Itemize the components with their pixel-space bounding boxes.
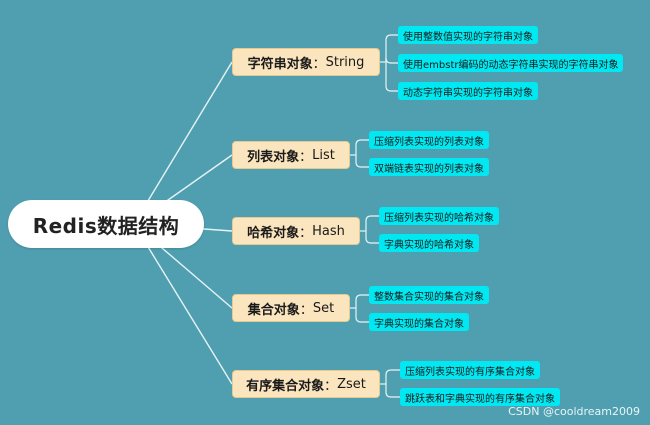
category-type: Set xyxy=(312,300,335,316)
category-title: 列表对象 xyxy=(247,149,300,165)
leaf-node: 压缩列表实现的列表对象 xyxy=(369,131,489,149)
category-node-set: 集合对象：Set xyxy=(232,294,350,322)
leaf-node: 双端链表实现的列表对象 xyxy=(369,158,489,176)
category-title: 集合对象 xyxy=(247,302,300,318)
category-node-list: 列表对象：List xyxy=(232,141,350,169)
category-separator: ： xyxy=(312,56,326,72)
category-type: List xyxy=(312,147,335,163)
leaf-node: 使用整数值实现的字符串对象 xyxy=(398,26,538,44)
leaf-connector xyxy=(365,215,379,231)
category-type: Hash xyxy=(312,223,345,239)
category-separator: ： xyxy=(324,378,338,394)
leaf-connector xyxy=(355,294,369,308)
leaf-connector xyxy=(385,62,398,92)
leaf-node: 压缩列表实现的哈希对象 xyxy=(379,207,499,225)
leaf-node: 字典实现的集合对象 xyxy=(369,313,469,331)
category-type: Zset xyxy=(337,376,366,392)
root-branch-line xyxy=(133,223,233,385)
leaf-connector xyxy=(385,34,398,62)
category-node-zset: 有序集合对象：Zset xyxy=(232,370,380,398)
leaf-node: 跳跃表和字典实现的有序集合对象 xyxy=(400,388,560,406)
category-separator: ： xyxy=(299,225,313,241)
leaf-connector xyxy=(355,308,369,323)
category-title: 有序集合对象 xyxy=(246,378,325,394)
root-node: Redis数据结构 xyxy=(8,200,204,248)
root-branch-line xyxy=(133,61,233,225)
leaf-connector xyxy=(385,369,400,384)
watermark: CSDN @cooldream2009 xyxy=(508,405,640,418)
leaf-connector xyxy=(385,384,400,398)
leaf-connector xyxy=(365,231,379,244)
category-type: String xyxy=(325,54,365,70)
leaf-node: 字典实现的哈希对象 xyxy=(379,234,479,252)
leaf-connector xyxy=(355,155,369,168)
leaf-node: 动态字符串实现的字符串对象 xyxy=(398,82,538,100)
leaf-connector xyxy=(385,57,398,64)
category-separator: ： xyxy=(299,302,313,318)
category-node-hash: 哈希对象：Hash xyxy=(232,217,360,245)
category-separator: ： xyxy=(299,149,313,165)
leaf-node: 压缩列表实现的有序集合对象 xyxy=(400,361,540,379)
category-title: 哈希对象 xyxy=(247,225,300,241)
leaf-node: 使用embstr编码的动态字符串实现的字符串对象 xyxy=(398,54,624,72)
category-title: 字符串对象 xyxy=(247,56,313,72)
leaf-connector xyxy=(355,139,369,155)
leaf-node: 整数集合实现的集合对象 xyxy=(369,286,489,304)
category-node-string: 字符串对象：String xyxy=(232,48,380,76)
